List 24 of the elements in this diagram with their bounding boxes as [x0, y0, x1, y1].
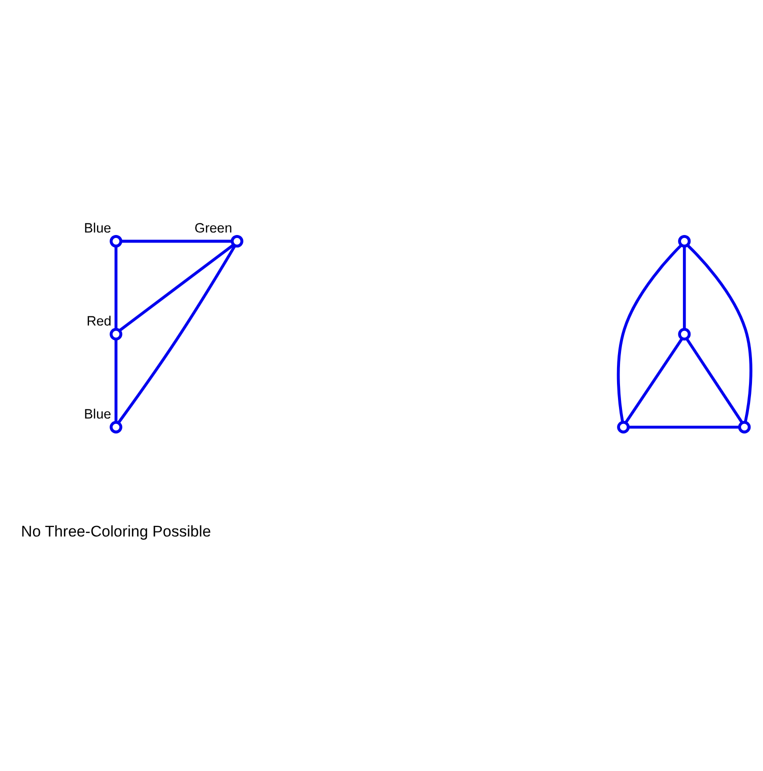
- connector: [686, 244, 752, 422]
- connector: [628, 425, 740, 428]
- node-circle: [110, 327, 122, 340]
- connector: [682, 246, 686, 329]
- connector: [616, 244, 682, 422]
- node-label: Blue: [84, 406, 112, 422]
- connector: [114, 338, 118, 422]
- node-label: Blue: [84, 220, 112, 236]
- connector: [118, 243, 234, 332]
- node-circle: [678, 327, 691, 340]
- node-circle: [110, 234, 122, 248]
- node-circle: [678, 234, 691, 248]
- node-circle: [617, 420, 630, 433]
- node-circle: [738, 420, 751, 433]
- label: No Three-Coloring Possible: [21, 522, 211, 540]
- node-label: Green: [194, 220, 232, 236]
- connector: [685, 337, 744, 424]
- node-circle: [110, 420, 122, 433]
- connector: [624, 337, 684, 424]
- connector: [121, 239, 232, 242]
- node-circle: [230, 234, 244, 248]
- node-label: Red: [86, 313, 112, 328]
- connector: [117, 244, 236, 424]
- connector: [114, 246, 118, 329]
